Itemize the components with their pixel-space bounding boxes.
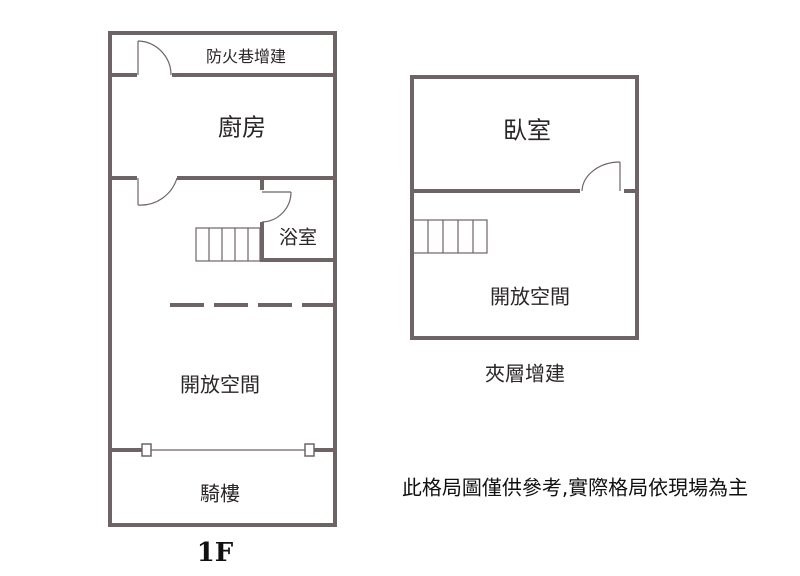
stairs xyxy=(195,227,261,262)
door xyxy=(581,161,621,192)
room-label-mezzanine-open-space: 開放空間 xyxy=(490,284,570,309)
disclaimer: 此格局圖僅供參考,實際格局依現場為主 xyxy=(401,475,749,500)
mezzanine-outer-wall xyxy=(410,75,639,340)
door xyxy=(137,177,178,206)
mezzanine-title: 夾層增建 xyxy=(485,361,565,386)
room-label-bedroom: 臥室 xyxy=(503,116,551,145)
floor-label: 1F xyxy=(196,538,234,568)
ground-floor-outer-wall xyxy=(108,31,337,527)
sliding-door xyxy=(110,443,335,457)
stairs xyxy=(412,219,488,254)
door xyxy=(261,191,292,223)
room-label-arcade: 騎樓 xyxy=(200,481,240,506)
room-label-kitchen: 廚房 xyxy=(218,113,266,142)
room-label-bathroom: 浴室 xyxy=(278,226,318,249)
room-label-open-space: 開放空間 xyxy=(180,372,260,397)
door xyxy=(137,40,172,76)
room-label-fire-lane: 防火巷增建 xyxy=(205,47,287,66)
